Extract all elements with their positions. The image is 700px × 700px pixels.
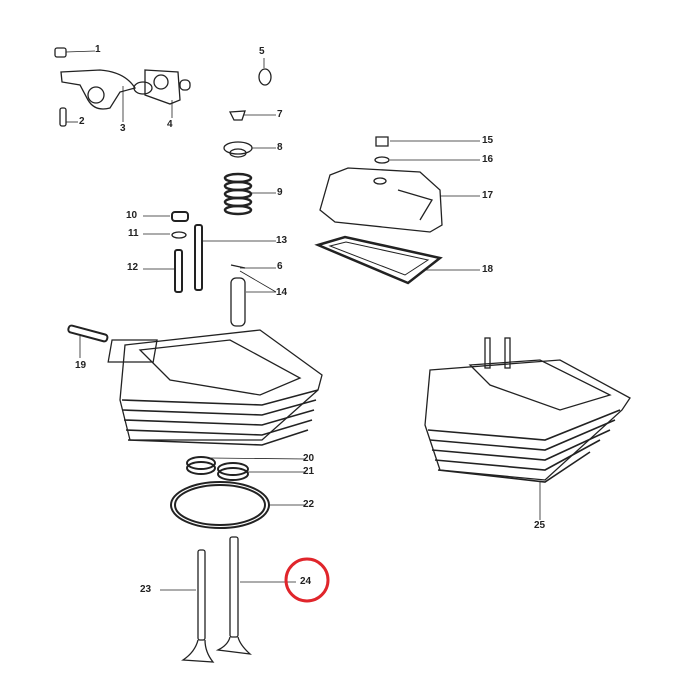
callout-22: 22 (303, 499, 315, 510)
part-2-screw (59, 107, 67, 127)
part-9-valve-spring (223, 172, 253, 216)
part-5-clip (258, 68, 272, 86)
callout-23: 23 (140, 584, 152, 595)
part-17-valve-cover (319, 167, 443, 233)
callout-6: 6 (277, 261, 283, 272)
part-3-rocker-arm (60, 69, 137, 110)
part-18-gasket (314, 235, 443, 285)
part-21-valve-seat (217, 462, 249, 481)
callout-2: 2 (79, 116, 85, 127)
callout-3: 3 (120, 123, 126, 134)
part-1-nut (54, 47, 67, 58)
part-16-washer (374, 156, 390, 164)
callout-18: 18 (482, 264, 494, 275)
callout-21: 21 (303, 466, 315, 477)
callout-8: 8 (277, 142, 283, 153)
callout-7: 7 (277, 109, 283, 120)
highlight-circle (284, 557, 330, 603)
callout-24: 24 (300, 576, 312, 587)
part-20-valve-seat (186, 456, 216, 475)
callout-15: 15 (482, 135, 494, 146)
part-24-exhaust-valve (215, 536, 252, 655)
leader-lines (65, 50, 541, 591)
callout-9: 9 (277, 187, 283, 198)
callout-11: 11 (128, 228, 139, 239)
part-8-spring-retainer (223, 141, 253, 158)
part-13-stud (194, 224, 203, 291)
part-4-rocker-bracket (133, 69, 191, 105)
callout-10: 10 (126, 210, 138, 221)
part-25-cylinder-head (424, 337, 631, 483)
callout-12: 12 (127, 262, 139, 273)
callout-16: 16 (482, 154, 494, 165)
callout-4: 4 (167, 119, 173, 130)
callout-17: 17 (482, 190, 494, 201)
callout-5: 5 (259, 46, 265, 57)
callout-19: 19 (75, 360, 87, 371)
cylinder-head-left (107, 329, 323, 446)
part-15-cap-nut (375, 136, 389, 147)
part-23-intake-valve (181, 549, 215, 663)
part-11-washer (171, 231, 187, 239)
callout-20: 20 (303, 453, 315, 464)
callout-25: 25 (534, 520, 546, 531)
callout-14: 14 (276, 287, 288, 298)
callout-1: 1 (95, 44, 101, 55)
part-7-valve-keeper (228, 110, 246, 121)
callout-13: 13 (276, 235, 288, 246)
part-10-nut (171, 211, 189, 222)
part-14-valve-guide (230, 264, 246, 327)
part-22-sealing-ring (170, 481, 270, 529)
part-19-stud (67, 324, 109, 343)
part-12-stud (174, 249, 183, 293)
